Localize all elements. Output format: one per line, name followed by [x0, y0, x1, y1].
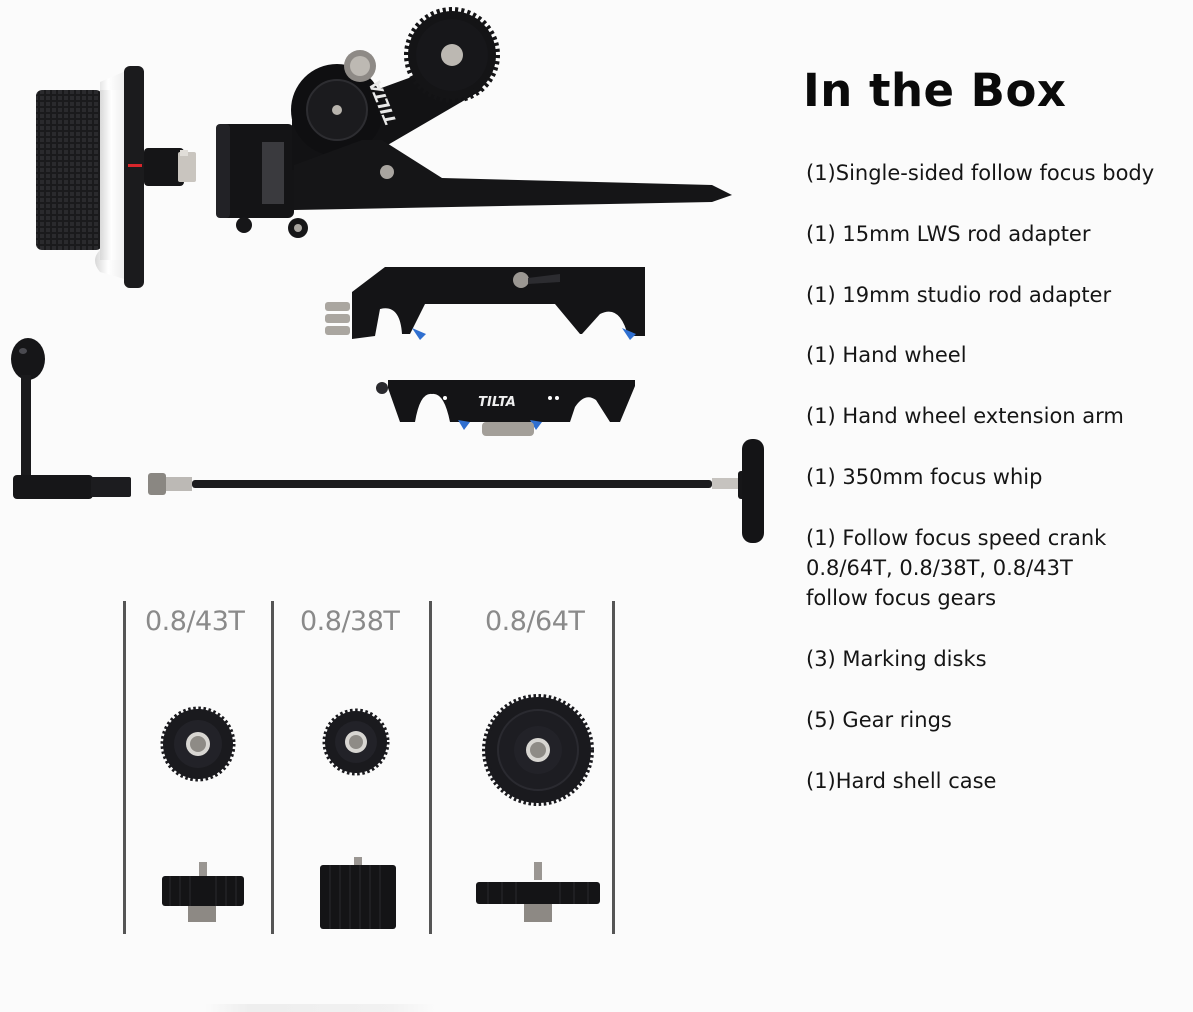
hand-wheel-image [28, 60, 208, 290]
gear-64t-side-image [474, 860, 602, 926]
follow-focus-body-image: TILTA [212, 0, 742, 240]
gear-43t-top-image [158, 704, 238, 784]
in-the-box-heading: In the Box [803, 64, 1067, 117]
gear-38t-side-image [318, 855, 398, 931]
focus-whip-image [140, 435, 790, 545]
faint-caption-remnant [205, 1004, 435, 1012]
list-item: (1) 350mm focus whip [806, 465, 1043, 489]
list-item: (3) Marking disks [806, 647, 987, 671]
list-item: (1)Single-sided follow focus body [806, 161, 1155, 185]
divider-line [271, 601, 274, 934]
gear-label-38t: 0.8/38T [300, 606, 400, 637]
gear-43t-side-image [160, 860, 246, 926]
list-item: (1) Hand wheel extension arm [806, 404, 1124, 428]
list-item: (5) Gear rings [806, 708, 952, 732]
divider-line [123, 601, 126, 934]
svg-text:TILTA: TILTA [478, 395, 516, 410]
gear-38t-top-image [320, 704, 392, 780]
gear-label-64t: 0.8/64T [485, 606, 585, 637]
divider-line [429, 601, 432, 934]
gear-label-43t: 0.8/43T [145, 606, 245, 637]
list-item: (1) Follow focus speed crank 0.8/64T, 0.… [806, 526, 1107, 610]
gear-64t-top-image [478, 690, 598, 810]
speed-crank-image [5, 335, 135, 505]
list-item: (1) 19mm studio rod adapter [806, 283, 1112, 307]
lws-rod-adapter-image: TILTA [370, 372, 650, 442]
divider-line [612, 601, 615, 934]
list-item: (1)Hard shell case [806, 769, 997, 793]
list-item: (1) Hand wheel [806, 343, 967, 367]
list-item: (1) 15mm LWS rod adapter [806, 222, 1091, 246]
studio-rod-adapter-image [320, 264, 650, 344]
